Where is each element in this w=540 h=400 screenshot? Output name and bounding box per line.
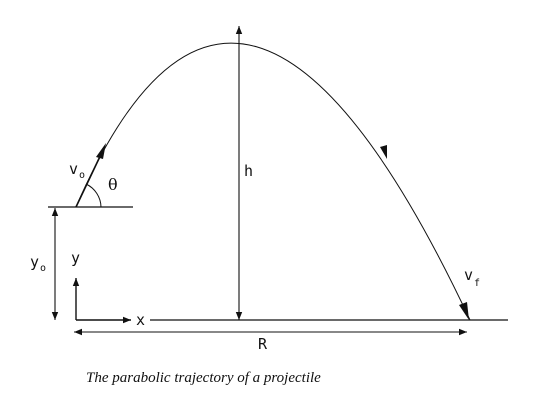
y-axis-label: y: [71, 249, 80, 267]
final-velocity-label: v f: [464, 266, 480, 289]
final-velocity-arrowhead: [459, 302, 469, 320]
initial-height-label: y o: [30, 253, 46, 274]
svg-text:y: y: [30, 253, 39, 271]
max-height-label: h: [244, 162, 253, 180]
svg-text:v: v: [69, 160, 78, 178]
svg-text:o: o: [40, 263, 46, 274]
svg-text:v: v: [464, 266, 473, 284]
x-axis-label: x: [136, 311, 145, 329]
mid-descent-arrowhead: [380, 145, 387, 159]
initial-velocity-vector: [75, 147, 105, 208]
range-label: R: [258, 335, 268, 353]
initial-velocity-arrowhead: [96, 143, 106, 159]
svg-text:o: o: [79, 170, 85, 181]
figure-caption: The parabolic trajectory of a projectile: [86, 370, 321, 386]
trajectory-curve: [75, 42, 471, 321]
launch-angle-arc: [85, 183, 102, 208]
theta-label: θ: [108, 175, 118, 194]
svg-text:f: f: [474, 278, 480, 289]
initial-velocity-label: v o: [69, 160, 85, 181]
